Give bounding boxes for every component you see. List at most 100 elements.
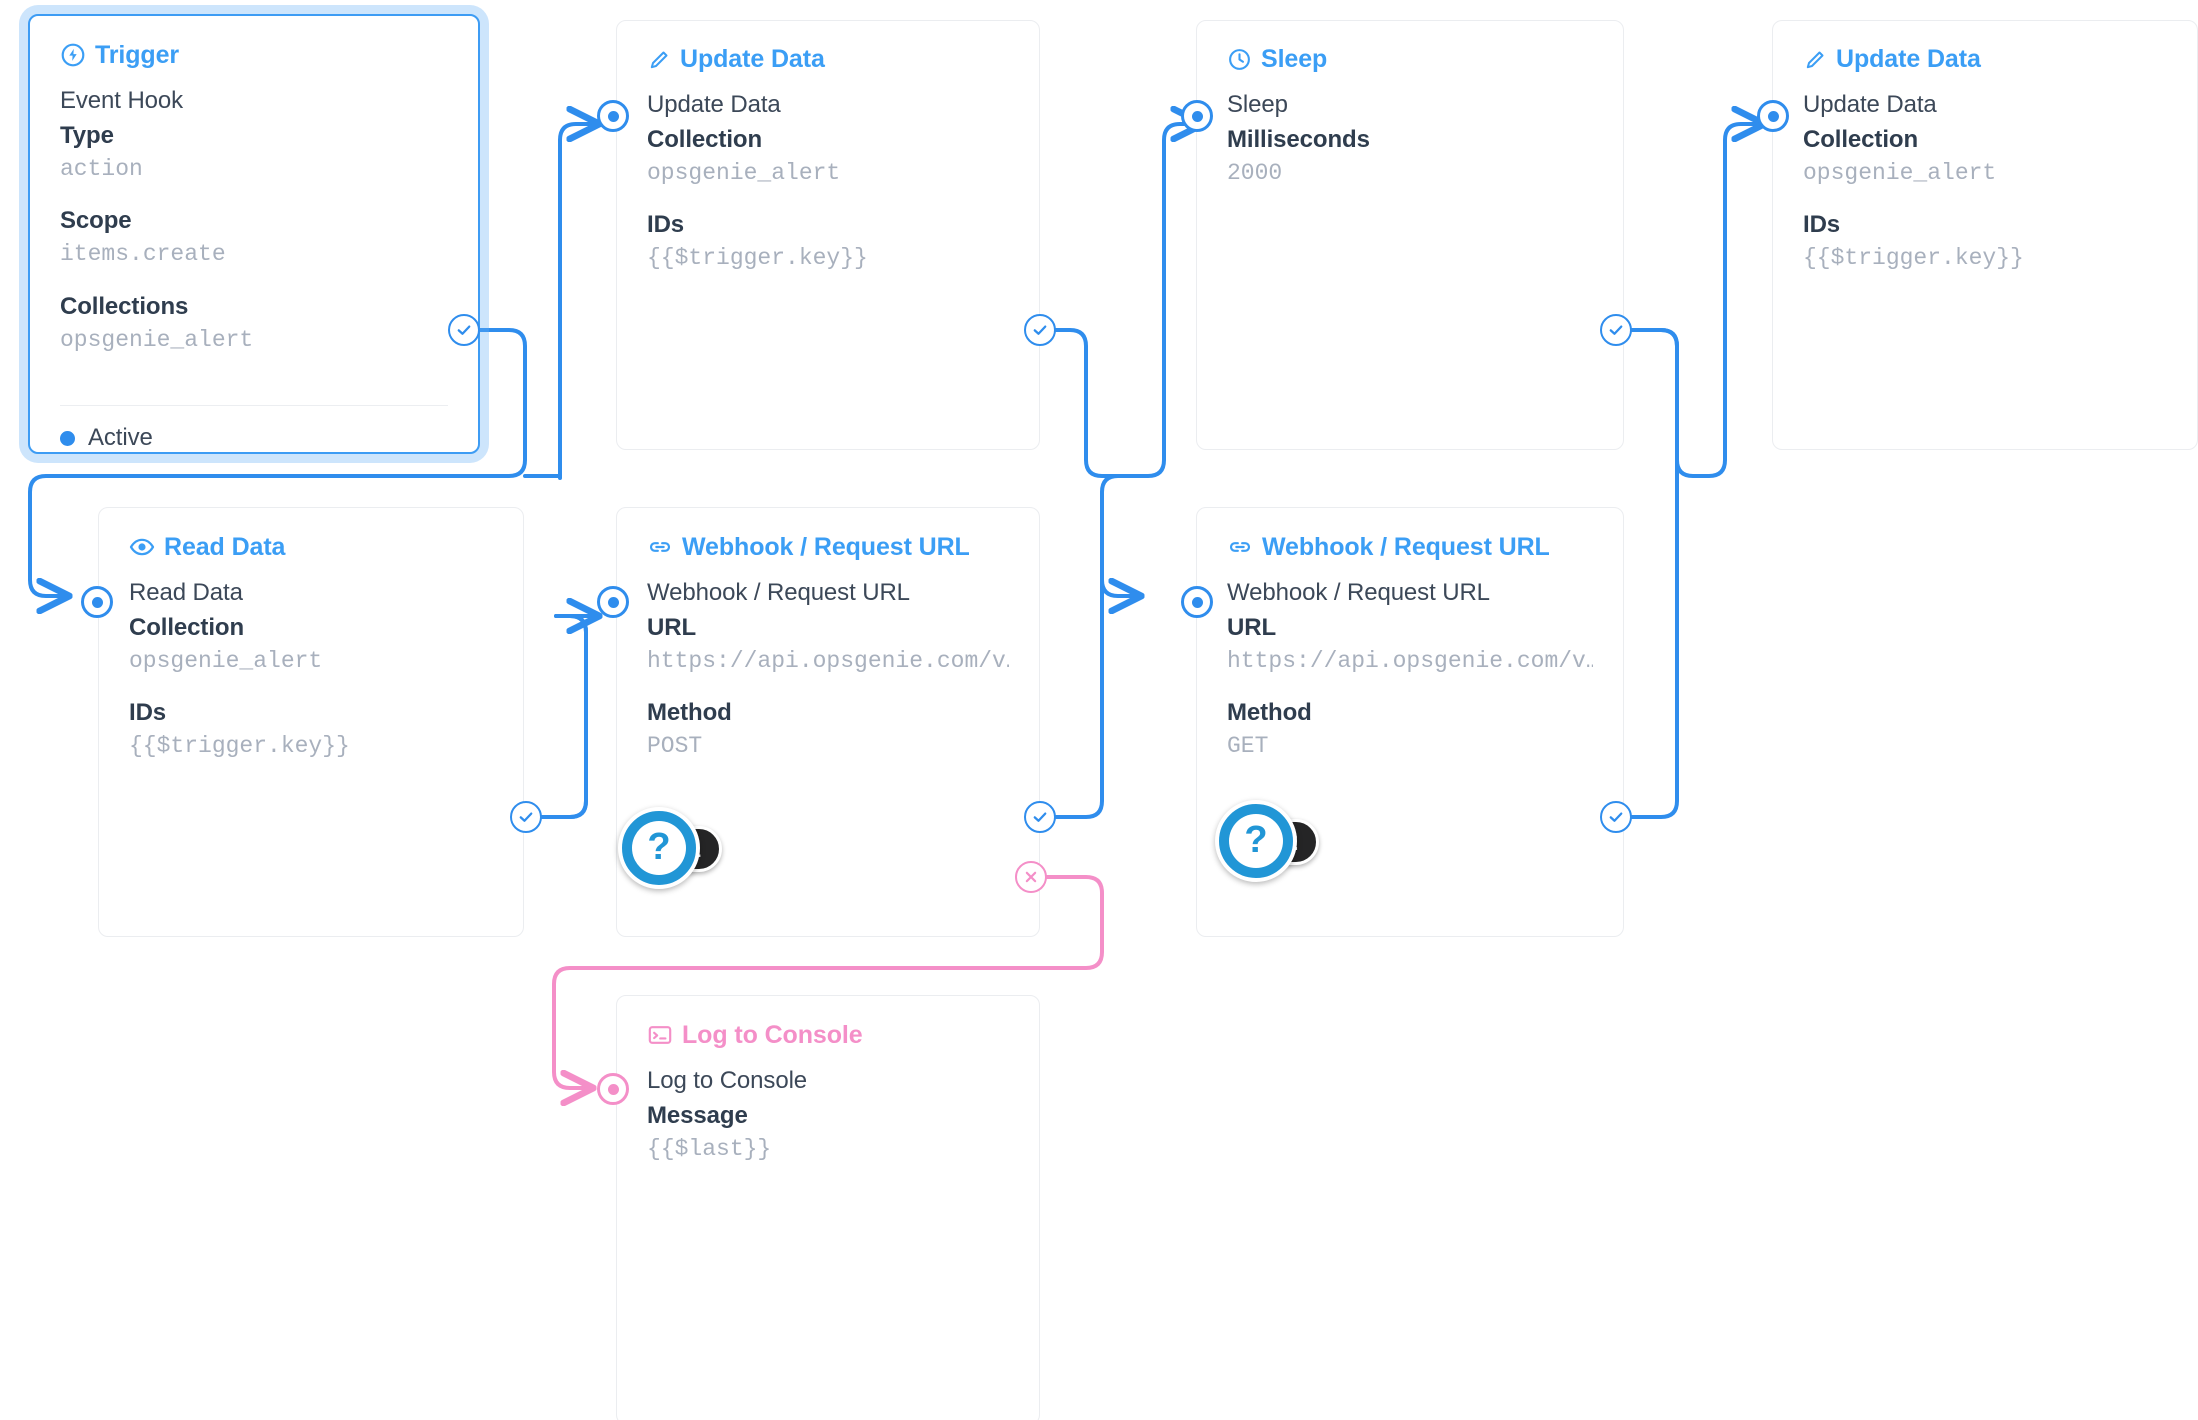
edge-update-data-1-to-sleep — [1038, 124, 1202, 478]
field-label-milliseconds: Milliseconds — [1227, 125, 1370, 153]
field-label-url: URL — [647, 613, 697, 641]
input-port-webhook-1[interactable] — [597, 586, 629, 618]
reject-port-webhook-1[interactable] — [1015, 861, 1047, 893]
resolve-port-update-data-1[interactable] — [1024, 314, 1056, 346]
field-value-collections: opsgenie_alert — [60, 326, 254, 353]
terminal-icon — [647, 1022, 673, 1048]
edge-webhook-1-in — [539, 630, 588, 819]
link-icon — [647, 534, 673, 560]
field-title: Update Data — [647, 91, 781, 118]
field-title: Read Data — [129, 579, 243, 606]
field-label-method: Method — [1227, 699, 1312, 727]
field-value-message: {{$last}} — [647, 1135, 772, 1162]
input-port-webhook-2[interactable] — [1181, 586, 1213, 618]
field-label-collection: Collection — [129, 613, 245, 641]
field-label-collection: Collection — [647, 125, 763, 153]
field-value-ids: {{$trigger.key}} — [129, 733, 350, 760]
bolt-circle-icon — [60, 42, 86, 68]
node-header-label: Update Data — [680, 45, 825, 73]
node-body-update-data-1: Update Data Collection opsgenie_alert ID… — [617, 72, 1039, 276]
input-port-sleep[interactable] — [1181, 100, 1213, 132]
resolve-port-webhook-2[interactable] — [1600, 801, 1632, 833]
question-mark-icon: ? — [632, 821, 686, 875]
resolve-port-sleep[interactable] — [1600, 314, 1632, 346]
node-header-webhook-2: Webhook / Request URL — [1197, 508, 1623, 560]
eye-icon — [129, 534, 155, 560]
node-sleep[interactable]: Sleep Sleep Milliseconds 2000 — [1196, 20, 1624, 450]
status-dot-icon — [60, 430, 75, 446]
help-badge-2[interactable]: 2 ? — [1215, 800, 1319, 882]
resolve-port-trigger[interactable] — [448, 314, 480, 346]
node-header-label: Webhook / Request URL — [1262, 532, 1550, 561]
field-label-scope: Scope — [60, 207, 132, 235]
field-value-ids: {{$trigger.key}} — [647, 245, 868, 272]
question-mark-icon: ? — [1229, 814, 1283, 868]
help-icon-circle[interactable]: ? — [1215, 800, 1297, 882]
pencil-icon — [647, 48, 671, 72]
help-icon-circle[interactable]: ? — [618, 807, 700, 889]
field-label-collections: Collections — [60, 292, 189, 320]
status-badge: Active — [88, 424, 153, 451]
field-title: Update Data — [1803, 91, 1937, 118]
input-port-read-data[interactable] — [81, 586, 113, 618]
node-header-sleep: Sleep — [1197, 21, 1623, 72]
field-title: Webhook / Request URL — [647, 579, 910, 606]
node-header-trigger: Trigger — [30, 16, 478, 68]
node-header-webhook-1: Webhook / Request URL — [617, 508, 1039, 560]
field-value-ids: {{$trigger.key}} — [1803, 245, 2024, 272]
edge-read-data-to-update-data-1 — [539, 614, 588, 819]
field-label-ids: IDs — [1803, 211, 1841, 239]
node-header-label: Log to Console — [682, 1020, 863, 1049]
node-header-label: Update Data — [1836, 45, 1981, 73]
help-badge-1[interactable]: 1 ? — [618, 807, 722, 889]
node-webhook-1[interactable]: Webhook / Request URL Webhook / Request … — [616, 507, 1040, 937]
field-value-method: POST — [647, 733, 703, 760]
edge-read-data-to-update-data-1-arrow — [554, 614, 588, 770]
node-body-sleep: Sleep Milliseconds 2000 — [1197, 72, 1623, 190]
field-title: Log to Console — [647, 1067, 808, 1094]
field-value-method: GET — [1227, 733, 1269, 760]
node-body-log-to-console: Log to Console Message {{$last}} — [617, 1048, 1039, 1166]
input-port-update-data-2[interactable] — [1757, 100, 1789, 132]
edge-sleep-resolve — [1629, 124, 1763, 478]
node-body-trigger: Event Hook Type action Scope items.creat… — [30, 68, 478, 405]
field-value-collection: opsgenie_alert — [1803, 159, 1997, 186]
node-trigger[interactable]: Trigger Event Hook Type action Scope ite… — [28, 14, 480, 454]
node-read-data[interactable]: Read Data Read Data Collection opsgenie_… — [98, 507, 524, 937]
field-label-method: Method — [647, 699, 732, 727]
node-header-label: Sleep — [1261, 45, 1328, 73]
field-label-type: Type — [60, 121, 114, 149]
edge-to-webhook-2 — [1100, 490, 1140, 596]
edge-webhook-2-resolve — [1629, 328, 1679, 819]
field-value-type: action — [60, 155, 143, 182]
field-value-url: https://api.opsgenie.com/v… — [1227, 647, 1593, 674]
field-value-milliseconds: 2000 — [1227, 159, 1283, 186]
field-value-collection: opsgenie_alert — [129, 647, 323, 674]
node-header-update-data-1: Update Data — [617, 21, 1039, 72]
input-port-update-data-1[interactable] — [597, 100, 629, 132]
resolve-port-webhook-1[interactable] — [1024, 801, 1056, 833]
field-title: Webhook / Request URL — [1227, 579, 1490, 606]
node-body-update-data-2: Update Data Collection opsgenie_alert ID… — [1773, 72, 2197, 276]
node-header-label: Trigger — [95, 40, 180, 69]
node-update-data-1[interactable]: Update Data Update Data Collection opsge… — [616, 20, 1040, 450]
node-header-update-data-2: Update Data — [1773, 21, 2197, 72]
field-title: Sleep — [1227, 91, 1288, 118]
edge-webhook-1-resolve — [1054, 474, 1142, 819]
pencil-icon — [1803, 48, 1827, 72]
node-log-to-console[interactable]: Log to Console Log to Console Message {{… — [616, 995, 1040, 1420]
field-label-collection: Collection — [1803, 125, 1919, 153]
field-label-message: Message — [647, 1101, 748, 1129]
node-update-data-2[interactable]: Update Data Update Data Collection opsge… — [1772, 20, 2198, 450]
node-header-label: Webhook / Request URL — [682, 532, 970, 561]
input-port-log-to-console[interactable] — [597, 1073, 629, 1105]
resolve-port-read-data[interactable] — [510, 801, 542, 833]
field-label-ids: IDs — [647, 211, 685, 239]
clock-icon — [1227, 47, 1252, 72]
field-label-url: URL — [1227, 613, 1277, 641]
node-header-log-to-console: Log to Console — [617, 996, 1039, 1048]
link-icon — [1227, 534, 1253, 560]
node-body-read-data: Read Data Collection opsgenie_alert IDs … — [99, 560, 523, 764]
field-value-url: https://api.opsgenie.com/v… — [647, 647, 1009, 674]
